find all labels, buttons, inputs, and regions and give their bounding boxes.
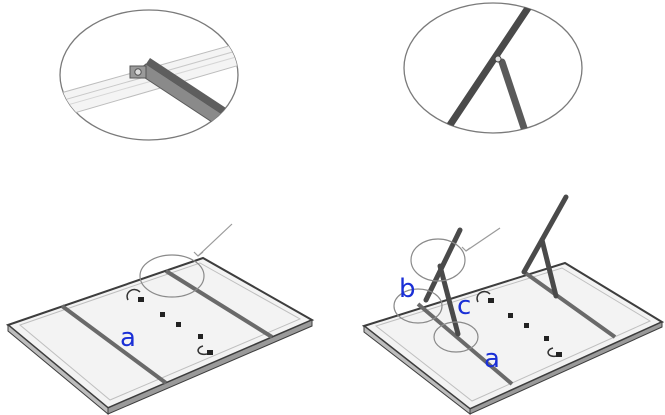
solar-panel-right [361,194,665,415]
solar-panel-left [5,223,315,415]
label-a-right: a [484,344,500,374]
label-b: b [399,274,416,304]
label-c: c [457,291,471,321]
detail-circle-right [403,2,583,134]
label-a-left: a [120,323,136,353]
detail-circle-left [59,9,239,141]
